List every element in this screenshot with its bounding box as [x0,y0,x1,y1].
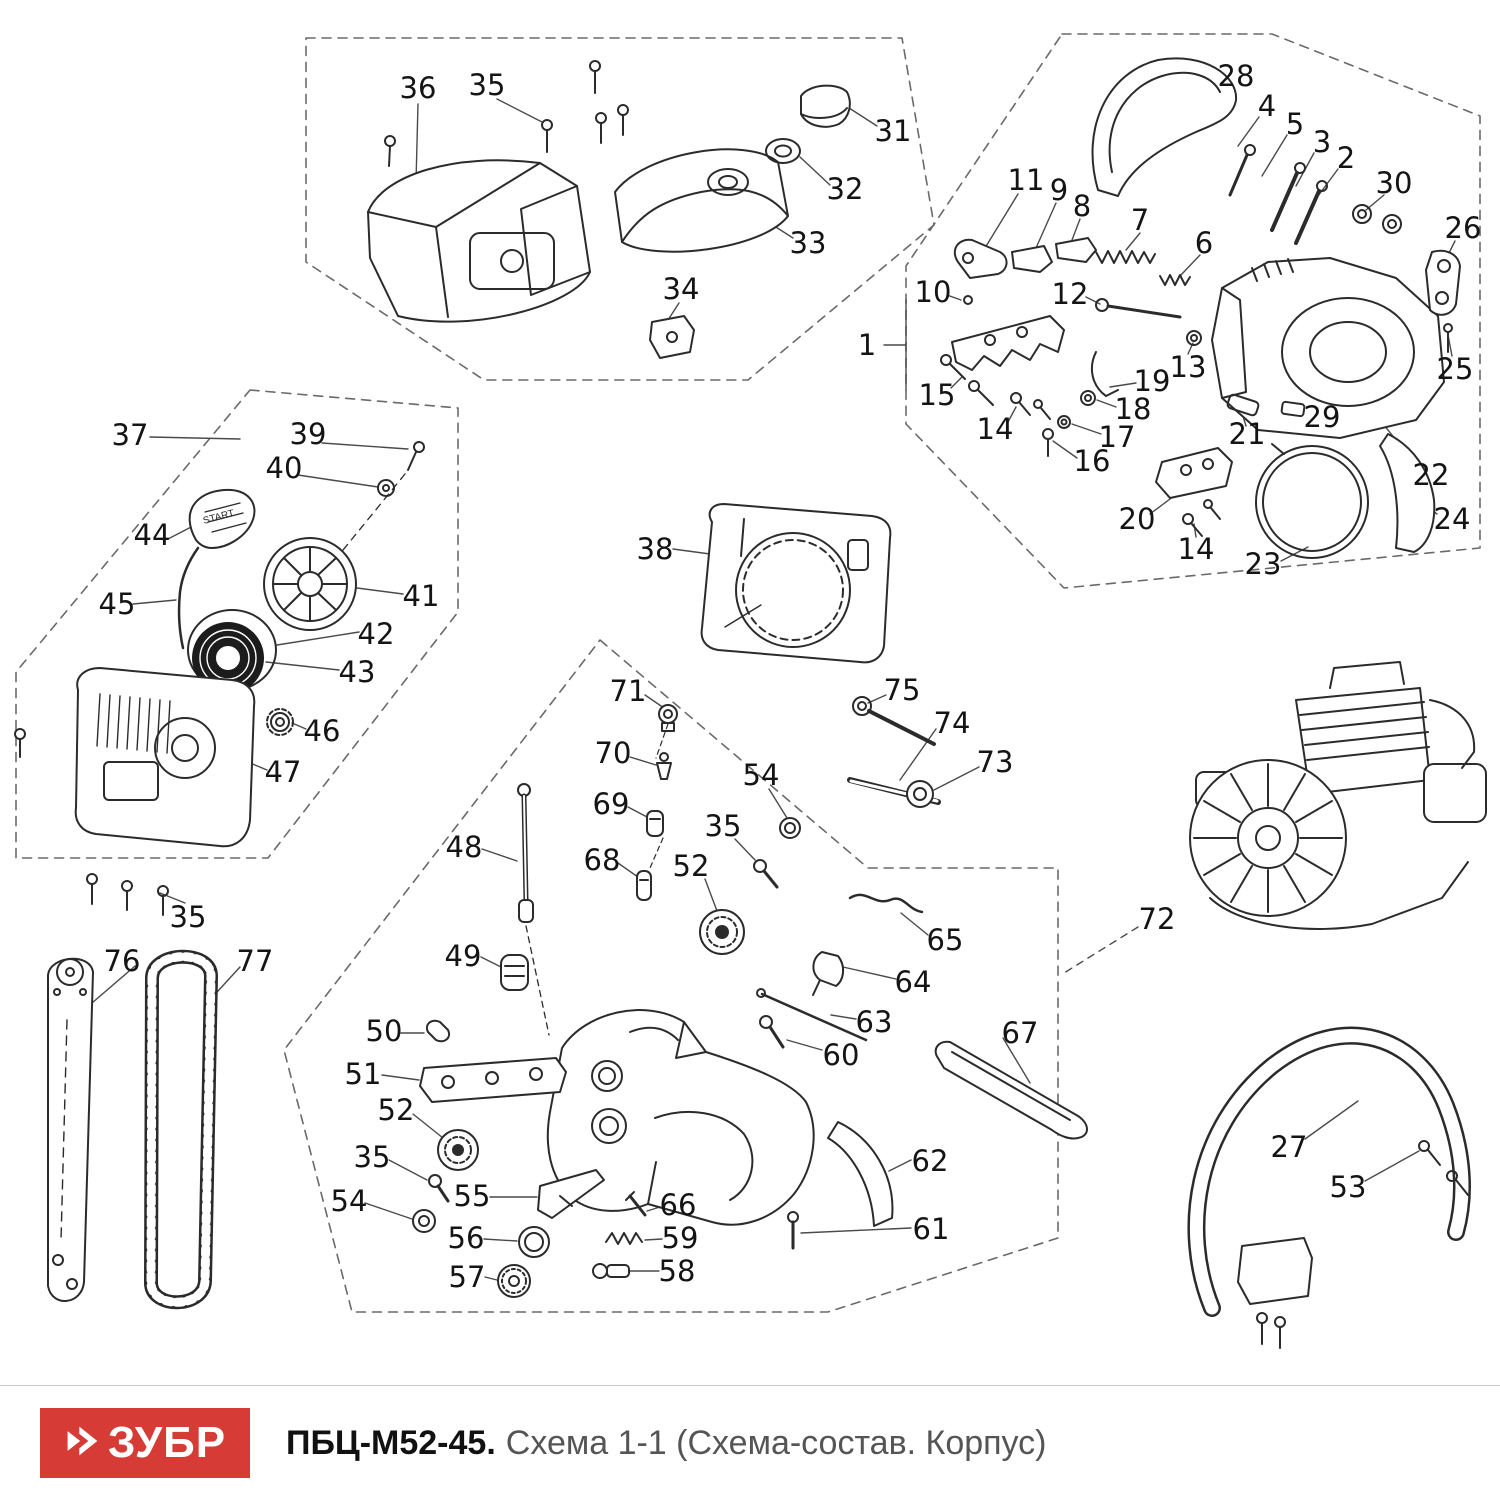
bracket-34-drawing [649,315,695,359]
bolt-35d-drawing [428,1174,450,1203]
handlebar-drawing [1187,1026,1471,1349]
spring-7-drawing [1095,250,1156,264]
screw-25-drawing [1443,323,1453,353]
brake-linkage-drawing [953,237,1202,346]
bolts-top-drawing [1228,144,1328,245]
starter-housing-drawing [74,667,256,848]
cap-57-drawing [497,1264,531,1298]
diagram-artwork: START [14,33,1487,1349]
washer-54a-drawing [779,817,801,839]
starter-rope-drawing [177,546,200,650]
clip-50-drawing [426,1019,450,1043]
starter-pulley-drawing [263,537,357,631]
nuts-30-drawing [1352,204,1402,234]
gear-46-drawing [266,708,294,736]
throttle-parts-drawing [756,893,924,1049]
air-filter-cover-drawing [614,148,789,253]
hand-guard-drawing [1091,57,1238,197]
screw-39-drawing [329,441,425,567]
screws-35-starter-drawing [14,728,169,916]
oil-hose-drawing [517,783,550,1036]
spring-59-drawing [605,1232,643,1245]
small-plates-drawing [1155,393,1306,499]
model-number: ПБЦ-М52-45. [286,1423,496,1462]
zubr-logo-mark [64,1423,100,1464]
fuel-filter-drawing [500,954,529,991]
handle-guard-62-drawing [827,1121,894,1227]
side-guard-drawing [1379,433,1436,553]
engine-assembly-drawing [1189,661,1487,930]
oil-lines-drawing [847,696,941,808]
washer-32-drawing [765,138,801,164]
small-parts-68-71-drawing [636,704,678,901]
group-outlines [15,33,1481,1313]
spring-6-drawing [1159,274,1191,286]
starter-handle-drawing: START [188,488,256,549]
fasteners-right-drawing [940,351,1221,537]
brake-band-drawing [1255,443,1369,559]
bolt-35c-drawing [753,859,779,889]
zubr-logo: ЗУБР [40,1408,250,1478]
bumper-spike-drawing [951,315,1065,371]
screw-61-drawing [787,1211,799,1250]
ring-54b-drawing [412,1209,436,1233]
washer-40-drawing [377,479,395,497]
bolt-58-drawing [592,1263,630,1279]
fan-housing-drawing [700,503,892,664]
top-cover-drawing [367,135,591,323]
fuel-tank-drawing [546,1009,815,1226]
choke-knob-drawing [800,84,851,128]
screws-35-top-drawing [541,60,629,153]
ring-56-drawing [518,1226,550,1258]
drum-52b-drawing [437,1129,479,1171]
scheme-title: Схема 1-1 (Схема-состав. Корпус) [505,1423,1047,1462]
cover-strip-67-drawing [934,1040,1088,1140]
zubr-logo-text: ЗУБР [107,1418,227,1467]
saw-chain-drawing [144,949,218,1310]
guide-bar-drawing [47,957,94,1302]
footer: ЗУБР ПБЦ-М52-45.Схема 1-1 (Схема-состав.… [0,1385,1500,1500]
oil-pump-52-drawing [699,909,745,955]
handle-bracket-51-drawing [419,1057,567,1103]
diagram-caption: ПБЦ-М52-45.Схема 1-1 (Схема-состав. Корп… [286,1424,1047,1463]
clutch-cover-drawing [1211,257,1445,439]
bracket-26-drawing [1425,249,1461,316]
exploded-diagram: START [14,33,1487,1349]
pin-66-drawing [625,1191,647,1217]
bracket-55-drawing [537,1169,605,1219]
